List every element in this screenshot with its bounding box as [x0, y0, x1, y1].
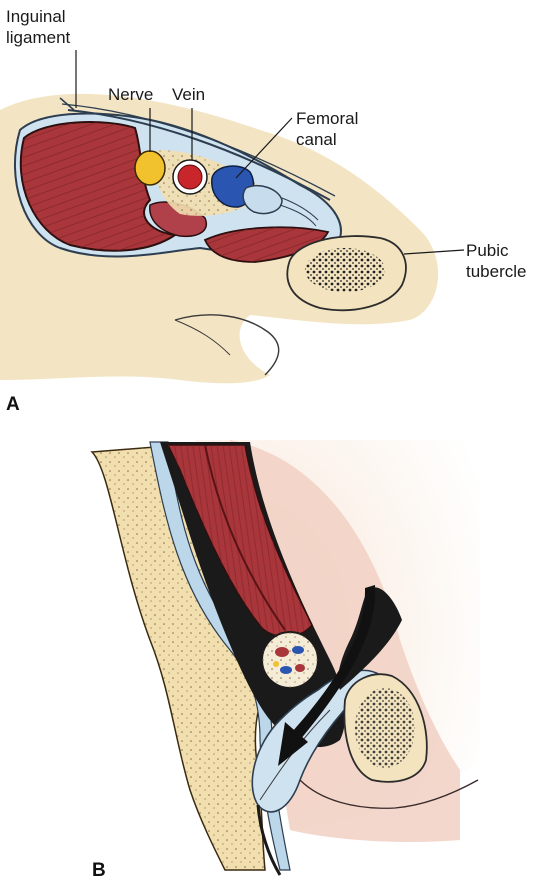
- panel-letter-b: B: [92, 860, 106, 882]
- label-femoral-line1: Femoral: [296, 108, 358, 129]
- panel-a-drawing: [0, 50, 464, 383]
- label-nerve: Nerve: [108, 84, 153, 105]
- label-inguinal-ligament: Inguinal ligament: [6, 6, 70, 48]
- pubic-tubercle-cancellous: [305, 248, 385, 292]
- label-inguinal-line2: ligament: [6, 27, 70, 48]
- label-femoral-line2: canal: [296, 129, 358, 150]
- label-inguinal-line1: Inguinal: [6, 6, 70, 27]
- femoral-nerve: [135, 151, 165, 185]
- panel-b-drawing: [92, 440, 480, 875]
- panel-letter-a: A: [6, 394, 20, 416]
- label-pubic-line1: Pubic: [466, 240, 526, 261]
- label-femoral-canal: Femoral canal: [296, 108, 358, 150]
- label-pubic-line2: tubercle: [466, 261, 526, 282]
- label-vein: Vein: [172, 84, 205, 105]
- label-pubic-tubercle: Pubic tubercle: [466, 240, 526, 282]
